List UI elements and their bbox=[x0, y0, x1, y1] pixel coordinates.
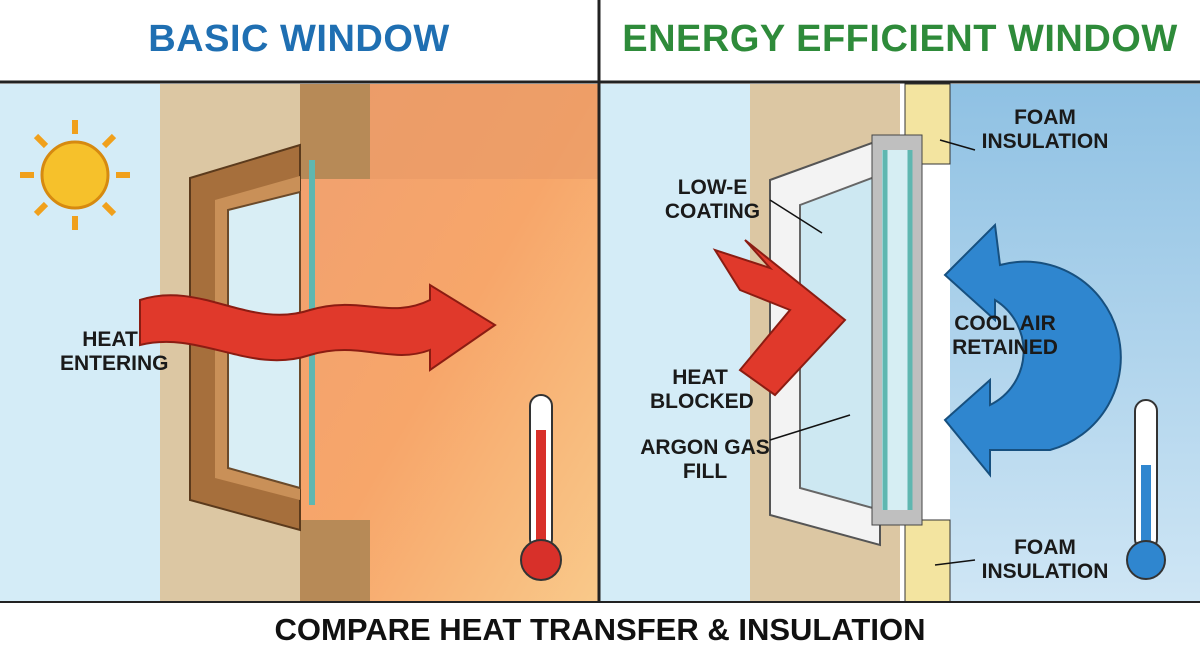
heat-entering-label: HEAT ENTERING bbox=[60, 328, 169, 375]
cool-air-circular-arrow-icon bbox=[943, 222, 1122, 478]
heat-blocked-label: HEAT BLOCKED bbox=[650, 366, 754, 413]
argon-gas-fill-label: ARGON GAS FILL bbox=[640, 436, 770, 483]
wood-sill bbox=[300, 520, 370, 602]
thermometer-cold-icon bbox=[1126, 399, 1166, 580]
thermometer-hot-icon bbox=[520, 394, 562, 581]
heat-arrow-icon bbox=[139, 283, 497, 372]
low-e-coating-label: LOW-E COATING bbox=[664, 176, 761, 223]
foam-bottom bbox=[904, 519, 951, 603]
foam-insulation-top-label: FOAM INSULATION bbox=[981, 106, 1109, 153]
sun-icon bbox=[20, 120, 130, 230]
left-panel bbox=[0, 84, 598, 602]
caption: COMPARE HEAT TRANSFER & INSULATION bbox=[274, 612, 926, 647]
cool-air-retained-label: COOL AIR RETAINED bbox=[952, 312, 1058, 359]
heat-blocked-arrow-icon bbox=[712, 239, 847, 397]
energy-efficient-window-title: ENERGY EFFICIENT WINDOW bbox=[622, 18, 1178, 60]
basic-window-title: BASIC WINDOW bbox=[148, 18, 450, 60]
right-panel bbox=[600, 83, 1200, 603]
foam-insulation-bottom-label: FOAM INSULATION bbox=[981, 536, 1109, 583]
